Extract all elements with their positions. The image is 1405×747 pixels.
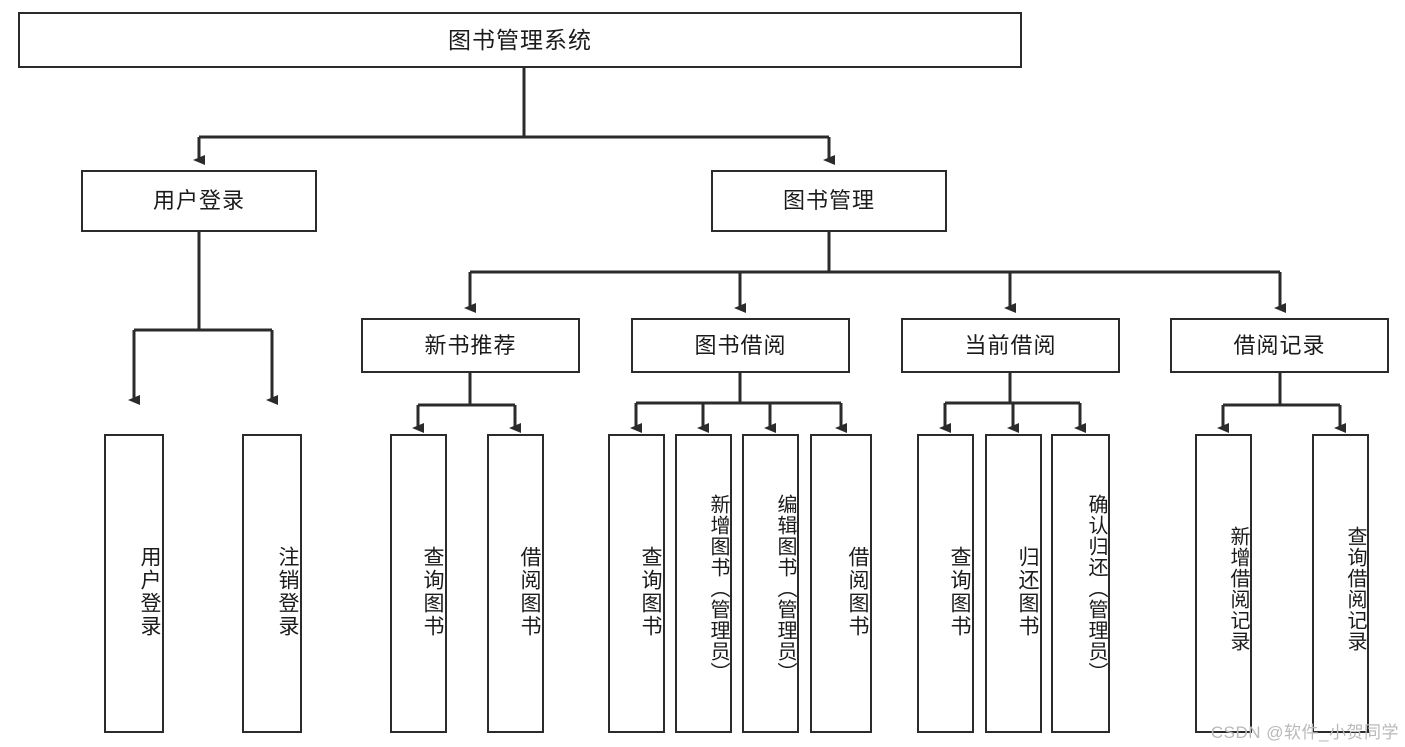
node-label: 用户登录 [138,545,161,638]
leaf-return-book[interactable]: 归还图书 [985,434,1042,733]
leaf-query-book-current[interactable]: 查询图书 [917,434,974,733]
node-label: 当前借阅 [964,332,1057,358]
node-root-system[interactable]: 图书管理系统 [18,12,1022,68]
node-user-login[interactable]: 用户登录 [81,170,317,232]
leaf-logout-login[interactable]: 注销登录 [242,434,302,733]
node-label: 查询图书 [421,545,444,638]
node-label: 查询图书 [948,545,971,638]
node-label: 确认归还（管理员） [1085,494,1107,683]
leaf-borrow-book[interactable]: 借阅图书 [810,434,872,733]
node-label: 用户登录 [152,188,245,214]
leaf-add-borrow-record[interactable]: 新增借阅记录 [1195,434,1252,733]
node-label: 查询图书 [639,545,662,638]
node-label: 编辑图书（管理员） [774,494,796,683]
node-label: 查询借阅记录 [1344,525,1366,652]
leaf-edit-book-admin[interactable]: 编辑图书（管理员） [742,434,799,733]
leaf-user-login[interactable]: 用户登录 [104,434,164,733]
node-label: 归还图书 [1016,545,1039,638]
leaf-query-book-recommend[interactable]: 查询图书 [390,434,447,733]
node-current-borrow[interactable]: 当前借阅 [901,318,1120,373]
node-label: 借阅图书 [846,545,869,638]
node-label: 图书借阅 [694,332,787,358]
leaf-add-book-admin[interactable]: 新增图书（管理员） [675,434,732,733]
node-new-book-recommend[interactable]: 新书推荐 [361,318,580,373]
node-book-manage[interactable]: 图书管理 [711,170,947,232]
leaf-borrow-book-recommend[interactable]: 借阅图书 [487,434,544,733]
node-label: 注销登录 [276,545,299,638]
leaf-query-borrow-record[interactable]: 查询借阅记录 [1312,434,1369,733]
csdn-watermark: CSDN @软件_小贺同学 [1210,723,1399,742]
node-label: 新增借阅记录 [1227,525,1249,652]
node-borrow-record[interactable]: 借阅记录 [1170,318,1389,373]
leaf-confirm-return-admin[interactable]: 确认归还（管理员） [1051,434,1110,733]
node-label: 新书推荐 [424,332,517,358]
node-label: 图书管理 [782,188,875,214]
leaf-query-book-borrow[interactable]: 查询图书 [608,434,665,733]
node-label: 借阅图书 [518,545,541,638]
node-label: 新增图书（管理员） [707,494,729,683]
node-label: 图书管理系统 [448,26,592,53]
node-book-borrow[interactable]: 图书借阅 [631,318,850,373]
node-label: 借阅记录 [1233,332,1326,358]
